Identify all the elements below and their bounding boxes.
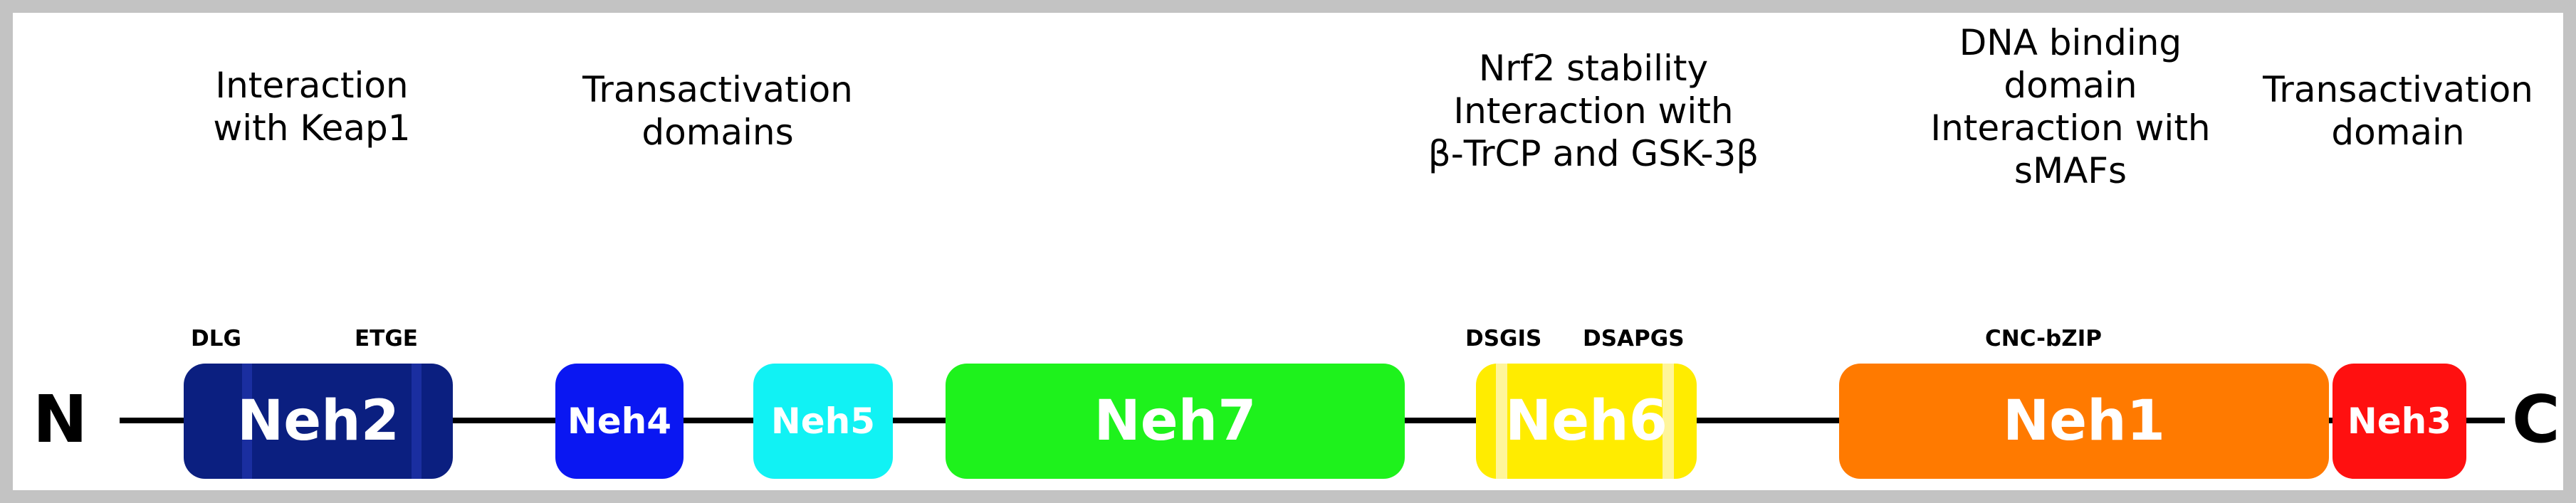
dsapgs-motif-stripe (1663, 364, 1674, 479)
domain-neh6: Neh6 (1476, 364, 1697, 479)
motif-label-dsgis: DSGIS (1465, 326, 1542, 351)
domain-neh7: Neh7 (946, 364, 1405, 479)
c-terminus-label: C (2512, 381, 2560, 457)
function-label-dna-binding: DNA binding domain Interaction with sMAF… (1930, 22, 2211, 191)
domain-neh2-label: Neh2 (237, 389, 399, 453)
domain-neh1: Neh1 (1839, 364, 2329, 479)
function-label-transactivation-domains: Transactivation domains (582, 69, 853, 153)
domain-neh7-label: Neh7 (1094, 389, 1257, 453)
n-terminus-label: N (33, 381, 88, 457)
motif-label-etge: ETGE (355, 326, 418, 351)
function-label-keap1: Interaction with Keap1 (213, 65, 411, 149)
domain-neh4: Neh4 (555, 364, 684, 479)
dsgis-motif-stripe (1496, 364, 1507, 479)
domain-neh5: Neh5 (753, 364, 893, 479)
motif-label-cnc-bzip: CNC-bZIP (1985, 326, 2102, 351)
domain-neh6-label: Neh6 (1505, 389, 1667, 453)
domain-neh1-label: Neh1 (2003, 389, 2165, 453)
function-label-transactivation-domain: Transactivation domain (2263, 69, 2533, 153)
domain-neh5-label: Neh5 (770, 401, 876, 442)
domain-neh3: Neh3 (2332, 364, 2466, 479)
domain-neh4-label: Neh4 (567, 401, 672, 442)
motif-label-dsapgs: DSAPGS (1583, 326, 1685, 351)
etge-motif-stripe (412, 364, 422, 479)
domain-neh2: Neh2 (184, 364, 453, 479)
motif-label-dlg: DLG (191, 326, 241, 351)
function-label-nrf2-stability: Nrf2 stability Interaction with β-TrCP a… (1428, 48, 1759, 174)
domain-neh3-label: Neh3 (2347, 401, 2452, 442)
dlg-motif-stripe (242, 364, 252, 479)
